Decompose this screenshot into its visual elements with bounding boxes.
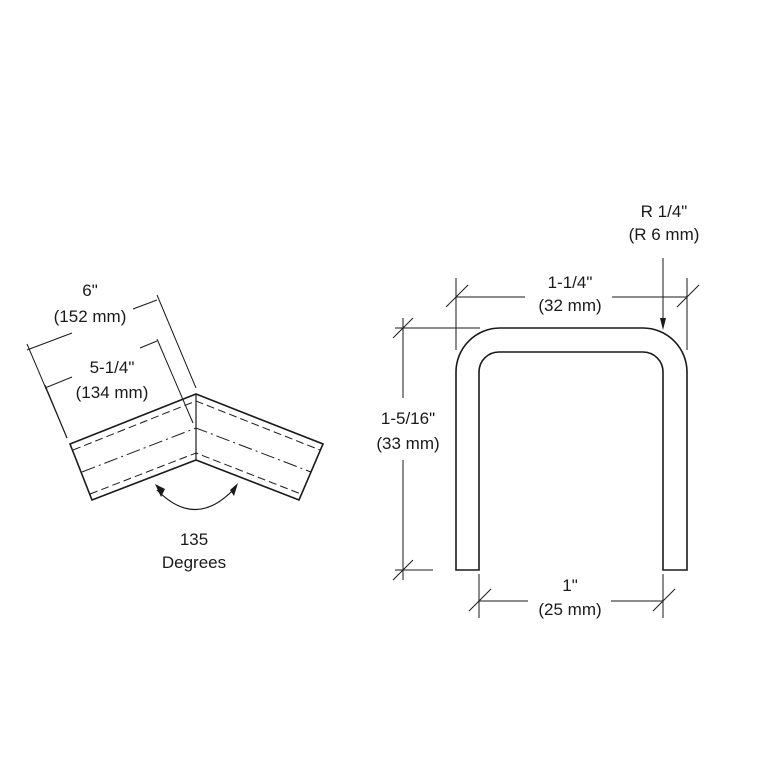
center-line [81,427,312,473]
outer-length-imperial: 6" [82,281,98,300]
angle-arrow-icon [155,483,238,511]
angle-unit: Degrees [162,553,226,572]
dimension-outer-length: 6" (152 mm) [26,281,197,439]
height-imperial: 1-5/16" [381,409,435,428]
angle-value: 135 [180,530,208,549]
width-imperial: 1-1/4" [548,273,593,292]
dimension-height: 1-5/16" (33 mm) [376,317,480,581]
u-profile: 1-5/16" (33 mm) 1-1/4" (32 mm) R 1/4" (R… [376,202,699,619]
inner-length-metric: (134 mm) [76,383,149,402]
inner-width-imperial: 1" [562,576,578,595]
profile-outline [455,327,688,571]
height-metric: (33 mm) [376,434,439,453]
inner-length-imperial: 5-1/4" [90,358,135,377]
dimension-radius: R 1/4" (R 6 mm) [629,202,700,330]
radius-metric: (R 6 mm) [629,225,700,244]
arrow-down-icon [660,318,666,330]
outer-length-metric: (152 mm) [54,307,127,326]
inner-width-metric: (25 mm) [538,600,601,619]
hidden-line-bottom [89,452,302,495]
hidden-line-top [72,400,321,451]
dimension-inner-width: 1" (25 mm) [468,574,676,619]
width-metric: (32 mm) [538,296,601,315]
radius-imperial: R 1/4" [641,202,688,221]
dimension-inner-length: 5-1/4" (134 mm) [44,338,194,439]
dimension-width: 1-1/4" (32 mm) [445,273,700,350]
corner-piece: 6" (152 mm) 5-1/4" (134 mm) 135 Degrees [26,281,325,572]
